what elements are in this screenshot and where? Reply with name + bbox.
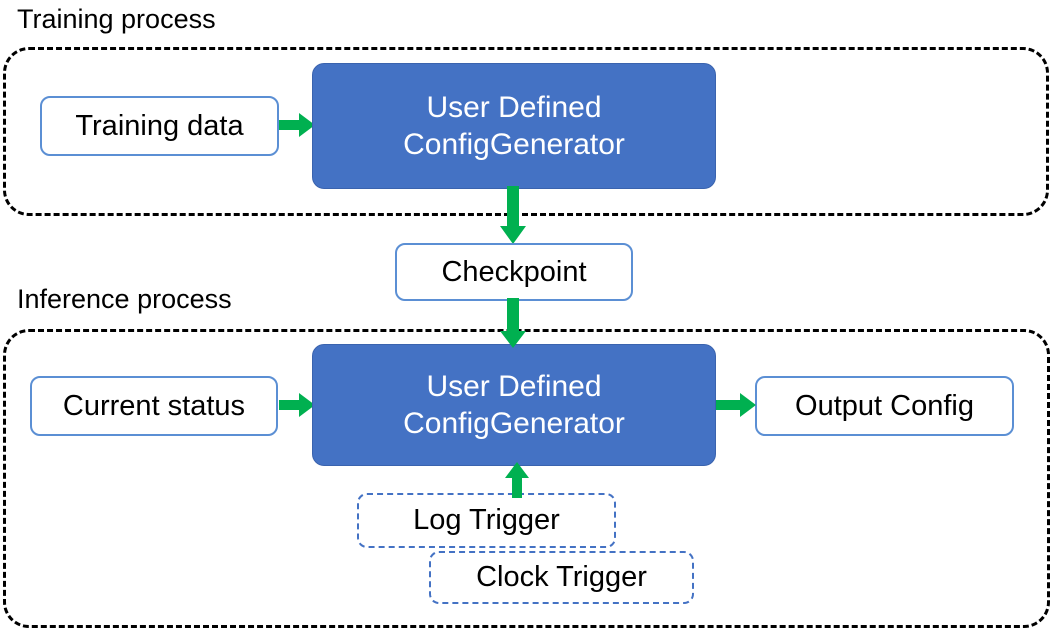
node-training-data-label: Training data: [75, 109, 244, 142]
node-log-trigger[interactable]: Log Trigger: [357, 493, 616, 548]
node-training-data[interactable]: Training data: [40, 96, 279, 156]
arrow-generator-to-checkpoint: [498, 186, 528, 246]
node-output-config[interactable]: Output Config: [755, 376, 1014, 436]
node-inference-generator-line1: User Defined: [426, 369, 602, 403]
node-current-status-label: Current status: [62, 389, 246, 422]
node-training-user-defined-configgenerator[interactable]: User Defined ConfigGenerator: [312, 63, 716, 189]
training-process-label: Training process: [17, 4, 216, 34]
node-clock-trigger[interactable]: Clock Trigger: [429, 551, 694, 604]
node-checkpoint-label: Checkpoint: [441, 255, 587, 288]
arrow-generator-to-output-config: [716, 390, 758, 420]
arrow-checkpoint-to-generator: [498, 298, 528, 350]
inference-process-label: Inference process: [17, 284, 232, 314]
node-clock-trigger-label: Clock Trigger: [476, 561, 647, 593]
inference-process-container: [3, 329, 1050, 628]
node-log-trigger-label: Log Trigger: [413, 504, 560, 536]
training-process-container: [3, 47, 1049, 216]
arrow-training-data-to-generator: [279, 110, 317, 140]
arrow-log-trigger-to-generator: [503, 462, 531, 498]
node-current-status[interactable]: Current status: [30, 376, 278, 436]
node-inference-generator-line2: ConfigGenerator: [403, 407, 625, 440]
node-checkpoint[interactable]: Checkpoint: [395, 243, 633, 301]
node-output-config-label: Output Config: [795, 389, 974, 422]
node-training-generator-line2: ConfigGenerator: [403, 128, 625, 161]
arrow-current-status-to-generator: [279, 390, 317, 420]
node-inference-user-defined-configgenerator[interactable]: User Defined ConfigGenerator: [312, 344, 716, 466]
node-training-generator-line1: User Defined: [426, 90, 602, 124]
